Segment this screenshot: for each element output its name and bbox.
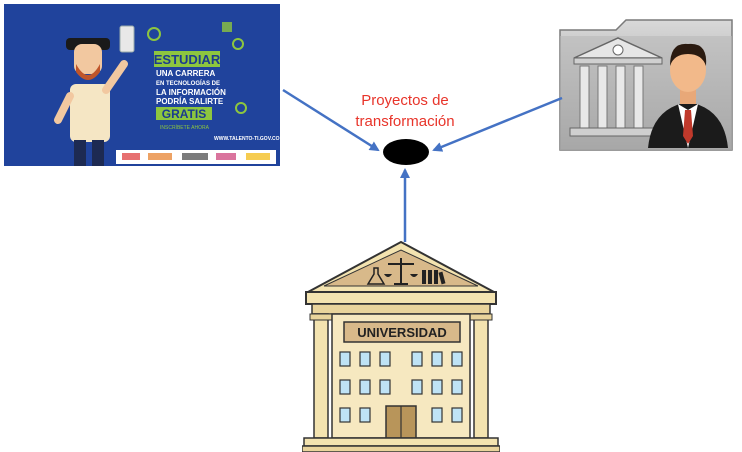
government-folder-icon — [559, 19, 733, 151]
hub-label-line2: transformación — [355, 113, 455, 130]
poster-line1: UNA CARRERA — [156, 69, 215, 78]
poster-cta: INSCRÍBETE AHORA — [160, 124, 210, 131]
poster-highlight: GRATIS — [162, 107, 206, 121]
poster-line3: LA INFORMACIÓN — [156, 88, 226, 97]
poster-line4: PODRÍA SALIRTE — [156, 97, 224, 106]
businessman-icon — [648, 43, 728, 148]
windows — [339, 351, 463, 423]
poster-line2: EN TECNOLOGÍAS DE — [156, 79, 220, 87]
sponsor-logo — [182, 153, 208, 160]
poster-url: WWW.TALENTO-TI.GOV.CO — [214, 136, 280, 142]
books-icon — [422, 270, 446, 285]
talento-ti-poster: ESTUDIAR UNA CARRERA EN TECNOLOGÍAS DE L… — [4, 4, 280, 166]
hub-label-line1: Proyectos de — [361, 92, 449, 109]
arrow-folder-to-hub — [432, 96, 563, 152]
sponsor-logo — [246, 153, 270, 160]
person-illustration — [54, 25, 135, 166]
sponsor-logo — [122, 153, 140, 160]
university-building: UNIVERSIDAD — [302, 240, 500, 452]
university-sign: UNIVERSIDAD — [357, 325, 447, 340]
sponsor-logo — [148, 153, 172, 160]
hub-label: Proyectos de transformación — [330, 90, 480, 132]
arrow-poster-to-hub — [282, 88, 380, 152]
hub-node — [383, 139, 429, 165]
sponsor-logo — [216, 153, 236, 160]
scales-icon — [384, 258, 418, 285]
flask-icon — [366, 267, 386, 285]
poster-headline: ESTUDIAR — [154, 52, 221, 67]
